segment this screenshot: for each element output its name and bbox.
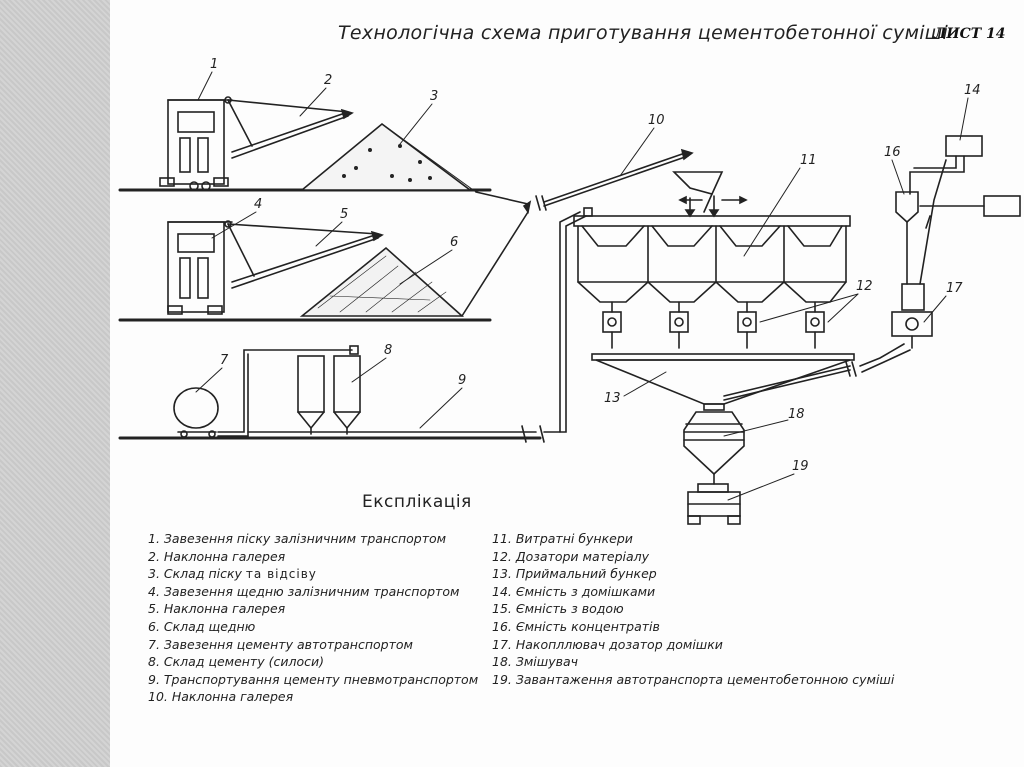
leader-lines [195, 71, 969, 501]
gallery-10-conveyor [543, 148, 694, 207]
legend-item: 12. Дозатори матеріалу [492, 548, 650, 564]
stone-pile [299, 246, 465, 317]
legend-item: 10. Наклонна галерея [148, 689, 294, 705]
diagram-number-6: 6 [450, 235, 458, 250]
diagram-number-18: 18 [788, 407, 805, 422]
cement-riser [543, 215, 587, 433]
legend-item: 14. Ємність з домішками [492, 583, 656, 599]
diagram-number-17: 17 [946, 281, 963, 296]
diagram-number-1: 1 [210, 57, 218, 72]
legend-item: 8. Склад цементу (силоси) [148, 654, 324, 670]
handwritten-note: та відсіву [245, 567, 317, 582]
legend-item: 13. Приймальний бункер [492, 566, 657, 582]
stone-gallery-conveyor [224, 220, 384, 289]
diagram-number-3: 3 [430, 89, 438, 104]
legend-item: 16. Ємність концентратів [492, 618, 660, 634]
diagram-number-16: 16 [884, 145, 901, 160]
legend-item: 11. Витратні бункери [492, 531, 633, 546]
diagram-number-13: 13 [604, 391, 621, 406]
additive-system [859, 135, 1021, 373]
receiving-bunker [591, 353, 855, 405]
diagram-number-11: 11 [800, 153, 817, 168]
legend-item: 1. Завезення піску залізничним транспорт… [148, 531, 447, 546]
legend-item: 9. Транспортування цементу пневмотранспо… [148, 671, 479, 687]
diagram-number-2: 2 [324, 73, 332, 88]
mixer [683, 403, 745, 485]
legend-item: 18. Змішувач [492, 654, 579, 670]
diagram-number-19: 19 [792, 459, 809, 474]
diagram-number-7: 7 [220, 353, 229, 368]
supply-bunkers [573, 215, 851, 303]
cement-pneumatic-line [217, 349, 537, 437]
legend-item: 17. Накопллювач дозатор домішки [492, 636, 723, 652]
cement-silos [297, 345, 361, 435]
diagram-number-10: 10 [648, 113, 665, 128]
legend-left-column: 1. Завезення піску залізничним транспорт… [148, 530, 478, 706]
legend-item: 2. Наклонна галерея [148, 548, 286, 564]
sheet-label: ЛИСТ 14 [934, 26, 1006, 42]
loading-truck [687, 483, 741, 525]
diagram-number-14: 14 [964, 83, 981, 98]
cement-tank-truck [118, 387, 542, 440]
diagram-number-8: 8 [384, 343, 392, 358]
legend-item-with-note: 3. Склад піску та відсіву [148, 565, 478, 583]
sand-feed-line [475, 191, 529, 205]
legend-item: 15. Ємність з водою [492, 601, 624, 617]
legend-item: 19. Завантаження автотранспорта цементоб… [492, 671, 895, 687]
left-margin-strip [0, 0, 110, 767]
legend-right-column: 11. Витратні бункери 12. Дозатори матері… [492, 530, 894, 688]
legend-item-text: 3. Склад піску [148, 566, 242, 582]
stone-feed-line [461, 211, 529, 317]
legend-item: 4. Завезення щедню залізничним транспорт… [148, 583, 460, 599]
stone-rail-unit [118, 221, 492, 322]
break-marks [521, 195, 857, 443]
distributor [672, 171, 748, 218]
sand-pile [299, 122, 477, 193]
diagram-number-5: 5 [340, 207, 348, 222]
legend-title: Експлікація [362, 492, 472, 512]
item-numbers: 1 2 3 4 5 6 7 8 9 10 11 12 13 14 16 17 1… [210, 57, 981, 474]
legend-item: 7. Завезення цементу автотранспортом [148, 636, 413, 652]
diagram-number-9: 9 [458, 373, 466, 388]
diagram-number-12: 12 [856, 279, 873, 294]
drawing-sheet [110, 0, 1024, 767]
material-dosers [602, 301, 825, 349]
legend-item: 5. Наклонна галерея [148, 601, 286, 617]
sand-gallery-conveyor [224, 96, 354, 159]
diagram-number-4: 4 [254, 197, 262, 212]
drawing-title: Технологічна схема приготування цементоб… [338, 22, 949, 44]
legend-item: 6. Склад щедню [148, 618, 256, 634]
